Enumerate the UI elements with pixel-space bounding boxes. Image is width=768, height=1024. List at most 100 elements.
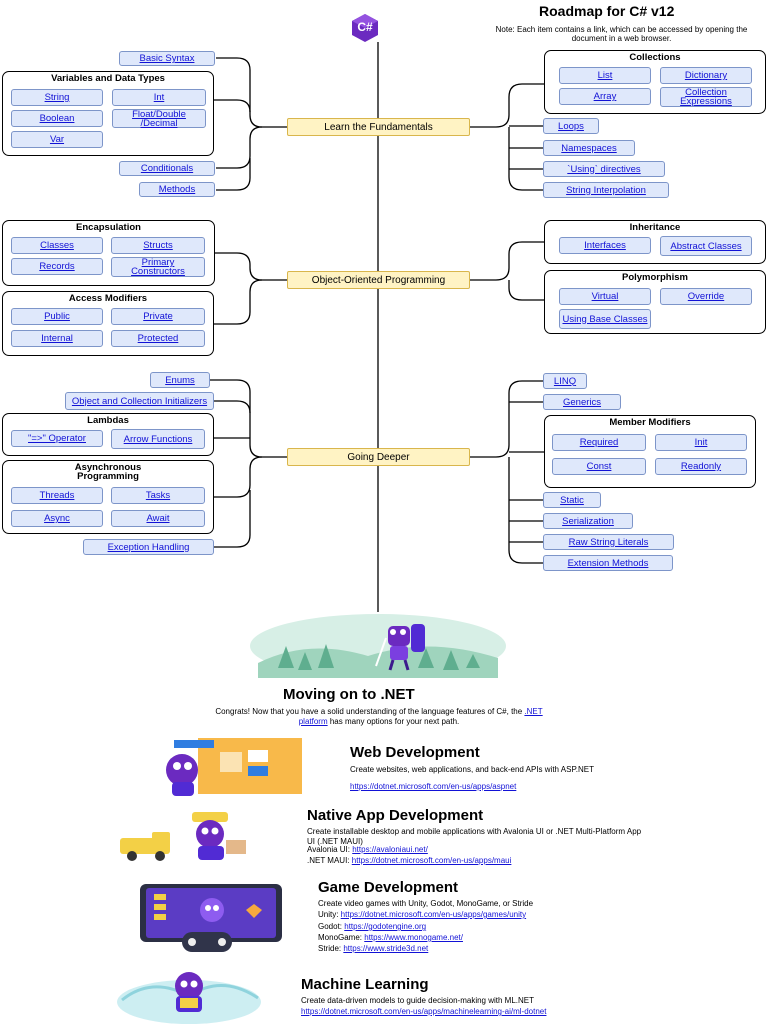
node-extension-methods[interactable]: Extension Methods [543,555,673,571]
node-enums[interactable]: Enums [150,372,210,388]
group-encapsulation: Encapsulation Classes Structs Records Pr… [2,220,215,286]
group-title: Variables and Data Types [51,73,165,84]
monogame-link[interactable]: https://www.monogame.net/ [364,933,463,942]
node-serialization[interactable]: Serialization [543,513,633,529]
native-maui-line: .NET MAUI: https://dotnet.microsoft.com/… [307,856,511,866]
group-title: Inheritance [629,222,681,233]
node-protected[interactable]: Protected [111,330,205,347]
node-string-interpolation[interactable]: String Interpolation [543,182,669,198]
game-development-illustration [140,884,282,952]
ml-description: Create data-driven models to guide decis… [301,996,534,1005]
native-title: Native App Development [307,807,484,824]
node-generics[interactable]: Generics [543,394,621,410]
node-array[interactable]: Array [559,88,651,105]
node-boolean[interactable]: Boolean [11,110,103,127]
maui-link[interactable]: https://dotnet.microsoft.com/en-us/apps/… [351,856,512,865]
main-node-going-deeper[interactable]: Going Deeper [287,448,470,466]
node-exception-handling[interactable]: Exception Handling [83,539,214,555]
node-namespaces[interactable]: Namespaces [543,140,635,156]
web-development-illustration [166,738,302,796]
group-polymorphism: Polymorphism Virtual Override Using Base… [544,270,766,334]
node-linq[interactable]: LINQ [543,373,587,389]
node-loops[interactable]: Loops [543,118,599,134]
group-title: Encapsulation [76,222,141,233]
node-list[interactable]: List [559,67,651,84]
game-stride-line: Stride: https://www.stride3d.net [318,944,428,954]
group-member-modifiers: Member Modifiers Required Init Const Rea… [544,415,756,488]
node-abstract-classes[interactable]: Abstract Classes [660,236,752,256]
group-access-modifiers: Access Modifiers Public Private Internal… [2,291,214,356]
node-basic-syntax[interactable]: Basic Syntax [119,51,215,66]
node-arrow-functions[interactable]: Arrow Functions [111,429,205,449]
node-init[interactable]: Init [655,434,747,451]
node-interfaces[interactable]: Interfaces [559,237,651,254]
node-methods[interactable]: Methods [139,182,215,197]
node-required[interactable]: Required [552,434,646,451]
game-unity-line: Unity: https://dotnet.microsoft.com/en-u… [318,910,526,920]
node-tasks[interactable]: Tasks [111,487,205,504]
node-raw-string-literals[interactable]: Raw String Literals [543,534,674,550]
web-link[interactable]: https://dotnet.microsoft.com/en-us/apps/… [350,782,517,791]
page-note: Note: Each item contains a link, which c… [495,25,748,43]
native-app-illustration [120,812,246,861]
line-label: Unity: [318,910,341,919]
group-title: Lambdas [87,415,129,426]
node-async[interactable]: Async [11,510,103,527]
node-records[interactable]: Records [11,258,103,275]
node-internal[interactable]: Internal [11,330,103,347]
node-readonly[interactable]: Readonly [655,458,747,475]
unity-link[interactable]: https://dotnet.microsoft.com/en-us/apps/… [340,910,527,919]
dotnet-platform-link[interactable]: .NET platform [298,707,543,726]
node-classes[interactable]: Classes [11,237,103,254]
ml-link[interactable]: https://dotnet.microsoft.com/en-us/apps/… [301,1007,547,1016]
stride-link[interactable]: https://www.stride3d.net [343,944,429,953]
group-title: Polymorphism [622,272,688,283]
hexagon-logo-icon [352,14,378,42]
node-var[interactable]: Var [11,131,103,148]
line-label: Avalonia UI: [307,845,353,854]
node-await[interactable]: Await [111,510,205,527]
node-arrow-operator[interactable]: "=>" Operator [11,430,103,447]
godot-link[interactable]: https://godotengine.org [344,922,427,931]
dotnet-intro: Congrats! Now that you have a solid unde… [210,707,548,727]
node-float-double-decimal[interactable]: Float/Double /Decimal [112,109,206,128]
machine-learning-illustration [117,972,261,1024]
node-override[interactable]: Override [660,288,752,305]
node-const[interactable]: Const [552,458,646,475]
web-title: Web Development [350,744,480,761]
group-title: Access Modifiers [68,293,148,304]
group-variables: Variables and Data Types String Int Bool… [2,71,214,156]
node-virtual[interactable]: Virtual [559,288,651,305]
group-title: Member Modifiers [609,417,691,428]
page-title: Roadmap for C# v12 [539,3,675,19]
node-structs[interactable]: Structs [111,237,205,254]
node-collection-expressions[interactable]: Collection Expressions [660,87,752,107]
node-threads[interactable]: Threads [11,487,103,504]
node-public[interactable]: Public [11,308,103,325]
node-string[interactable]: String [11,89,103,106]
native-avalonia-line: Avalonia UI: https://avaloniaui.net/ [307,845,428,855]
group-title: Asynchronous Programming [74,462,142,482]
hiking-mascot-illustration [250,614,506,678]
node-static[interactable]: Static [543,492,601,508]
group-lambdas: Lambdas "=>" Operator Arrow Functions [2,413,214,456]
node-conditionals[interactable]: Conditionals [119,161,215,176]
node-int[interactable]: Int [112,89,206,106]
line-label: MonoGame: [318,933,365,942]
group-title: Collections [629,52,681,63]
game-title: Game Development [318,879,459,896]
group-inheritance: Inheritance Interfaces Abstract Classes [544,220,766,264]
node-private[interactable]: Private [111,308,205,325]
node-object-collection-initializers[interactable]: Object and Collection Initializers [65,392,214,410]
main-node-fundamentals[interactable]: Learn the Fundamentals [287,118,470,136]
group-async: Asynchronous Programming Threads Tasks A… [2,460,214,534]
node-primary-constructors[interactable]: Primary Constructors [111,257,205,277]
main-node-oop[interactable]: Object-Oriented Programming [287,271,470,289]
game-description: Create video games with Unity, Godot, Mo… [318,899,534,908]
dotnet-title: Moving on to .NET [283,686,415,703]
node-using-directives[interactable]: `Using` directives [543,161,665,177]
avalonia-link[interactable]: https://avaloniaui.net/ [352,845,428,854]
node-using-base-classes[interactable]: Using Base Classes [559,309,651,329]
node-dictionary[interactable]: Dictionary [660,67,752,84]
